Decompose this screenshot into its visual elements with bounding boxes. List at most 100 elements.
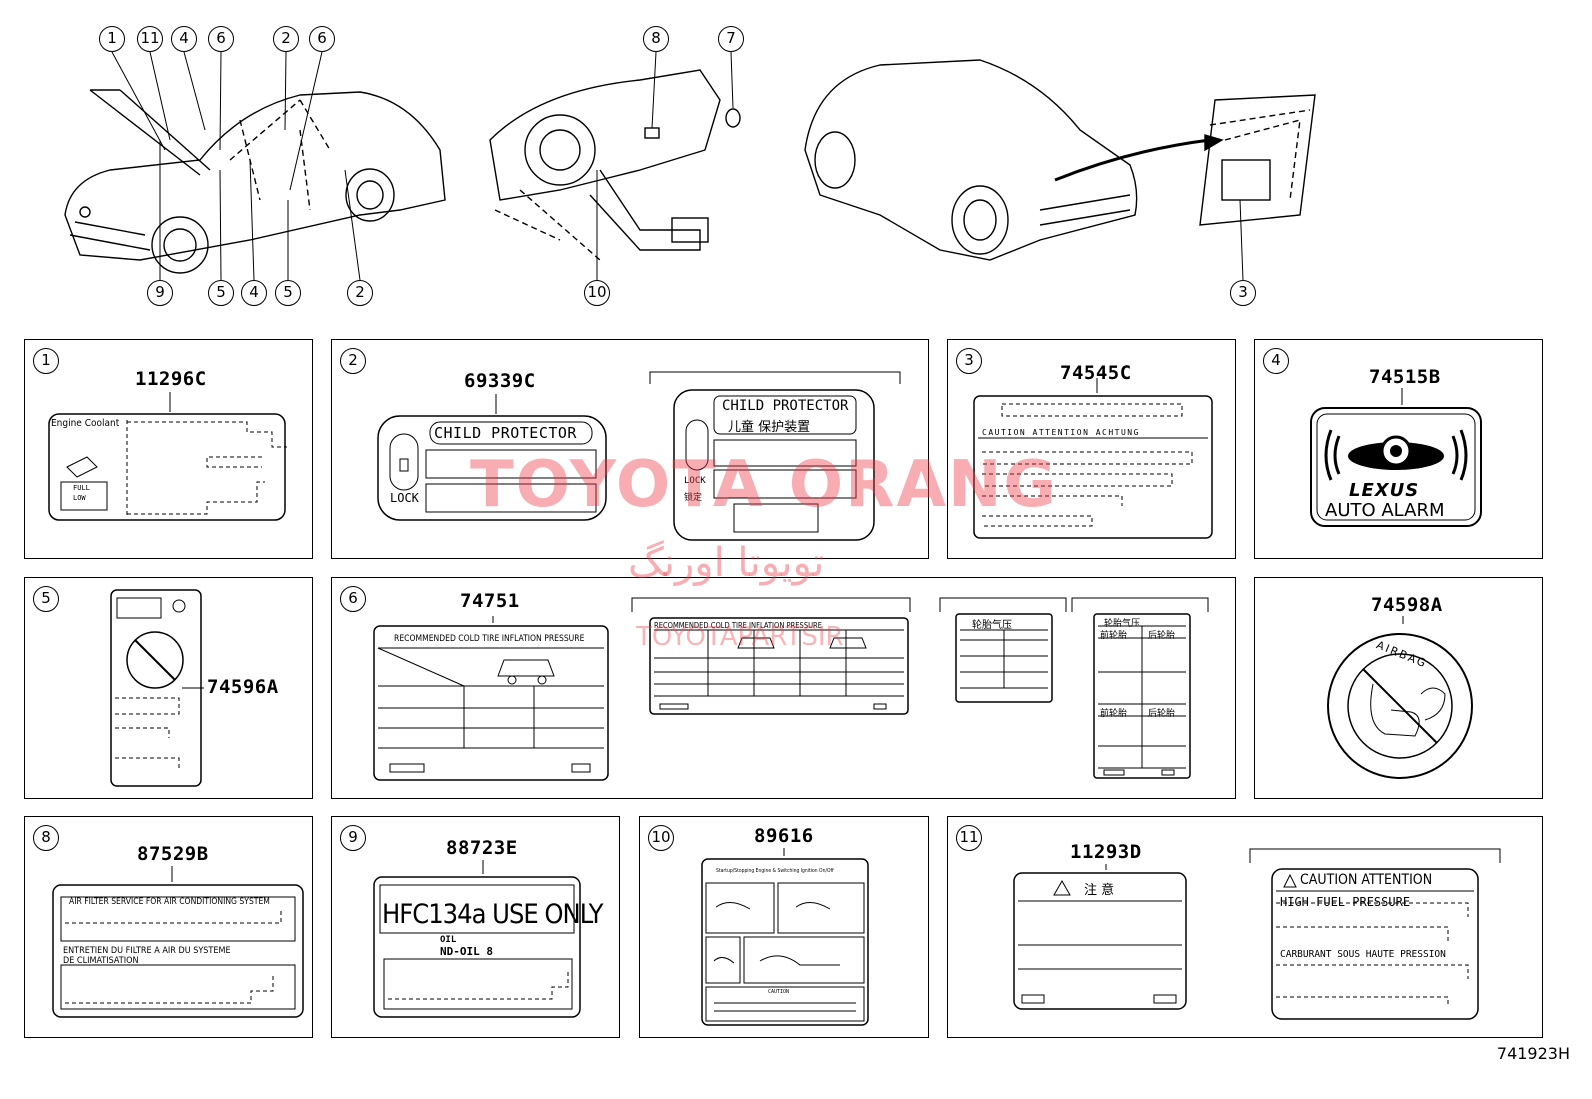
filter-line-3: DE CLIMATISATION [63,956,139,966]
watermark-url: TOYOTAPARTSIR [636,622,844,652]
callout-7: 7 [718,26,744,52]
panel-6: 6 74751 RECOMMENDED COLD TIRE INFLATION … [331,577,1236,799]
callout-4b: 4 [241,280,267,306]
coolant-full: FULL [73,484,90,492]
panel-number: 2 [340,348,366,374]
panel-10: 10 89616 Startup/Stopping Engine & Switc… [639,816,929,1038]
fuel-pressure-label [1249,848,1501,1020]
cn-rear-2: 后轮胎 [1148,709,1176,719]
panel-11: 11 11293D 注 意 CAUTION ATTENTION HIGH FUE… [947,816,1543,1038]
part-code: 11296C [135,368,207,390]
reference-code: 741923H [1496,1044,1570,1063]
callout-5b: 5 [275,280,301,306]
panel-9: 9 88723E HFC134a USE ONLY OIL ND-OIL 8 [331,816,620,1038]
startup-header: Startup/Stopping Engine & Switching Igni… [716,868,834,874]
panel-4: 4 74515B LEXUS AUTO ALARM [1254,339,1543,559]
child-lock-label [377,415,607,521]
oil-text: OIL [440,935,457,945]
alt-lock-text: LOCK [684,476,706,486]
startup-caution: CAUTION [768,989,790,995]
filter-line-1: AIR FILTER SERVICE FOR AIR CONDITIONING … [69,897,270,907]
panel-number: 11 [956,825,982,851]
callout-6b: 6 [309,26,335,52]
panel-number: 3 [956,348,982,374]
panel-1: 1 11296C Engine Coolant FULL LOW [24,339,313,559]
part-code: 87529B [137,843,209,865]
airbag-label [1327,633,1473,779]
callout-5: 5 [208,280,234,306]
tire-cn-label-tall [1071,597,1209,779]
fuel-high: HIGH FUEL PRESSURE [1280,895,1411,909]
child-protector-text: CHILD PROTECTOR [434,424,577,442]
part-code: 89616 [754,825,814,847]
auto-alarm-text: AUTO ALARM [1325,500,1445,521]
cn-rear: 后轮胎 [1148,631,1176,641]
cn-caution-label [1013,872,1187,1010]
part-code: 74545C [1060,362,1132,384]
alt-cn-title: 儿童 保护装置 [728,420,811,435]
panel-number: 5 [33,586,59,612]
fuel-carb: CARBURANT SOUS HAUTE PRESSION [1280,949,1446,960]
callout-2b: 2 [347,280,373,306]
coolant-low: LOW [73,494,86,502]
callout-1: 1 [99,26,125,52]
coolant-title: Engine Coolant [51,418,120,429]
coolant-label [48,413,287,521]
watermark-persian: تويوتا اورنگ [628,540,825,586]
interior-drawing [489,51,741,280]
tire-title: RECOMMENDED COLD TIRE INFLATION PRESSURE [394,634,585,644]
seat-warning-label [110,589,202,787]
caution-line: CAUTION ATTENTION ACHTUNG [982,428,1140,437]
cn-title-tall: 轮胎气压 [1104,619,1141,629]
callout-2: 2 [273,26,299,52]
auto-alarm-label [1310,407,1482,527]
tire-cn-label-small [939,597,1067,703]
panel-number: 10 [648,825,674,851]
cn-front: 前轮胎 [1100,631,1128,641]
filter-line-2: ENTRETIEN DU FILTRE A AIR DU SYSTEME [63,946,231,956]
part-code: 74598A [1371,594,1443,616]
cn-title-small: 轮胎气压 [972,620,1012,631]
child-lock-label-alt [649,371,901,541]
part-code: 74751 [460,590,520,612]
callout-6: 6 [208,26,234,52]
air-filter-label [52,884,304,1018]
tire-pressure-label-alt [631,597,911,715]
panel-7: 74598A AIRBAG [1254,577,1543,799]
caution-label [973,395,1213,539]
alt-lock-cn: 锁定 [684,493,703,503]
panel-number: 4 [1263,348,1289,374]
callout-11: 11 [137,26,163,52]
cn-caution-title: 注 意 [1084,883,1115,898]
alt-title: CHILD PROTECTOR [722,398,849,414]
hfc-text: HFC134a USE ONLY [382,899,603,930]
part-code: 11293D [1070,841,1142,863]
panel-number: 6 [340,586,366,612]
part-code: 74515B [1369,366,1441,388]
startup-label [701,858,869,1026]
callout-4: 4 [171,26,197,52]
nd-oil-text: ND-OIL 8 [440,945,493,958]
part-code: 74596A [207,676,279,698]
tire-pressure-label [373,625,609,781]
lexus-logo-text: LEXUS [1349,480,1420,501]
panel-3: 3 74545C CAUTION ATTENTION ACHTUNG [947,339,1236,559]
callout-9: 9 [147,280,173,306]
hfc-label [373,876,581,1018]
car-rear-drawing [804,59,1316,281]
panel-number: 8 [33,825,59,851]
watermark-latin: TOYOTA ORANG [470,448,1059,522]
callout-3: 3 [1230,280,1256,306]
car-front-drawing [64,89,446,274]
fuel-caution: CAUTION ATTENTION [1300,872,1433,888]
callout-8: 8 [643,26,669,52]
panel-number: 1 [33,348,59,374]
cn-front-2: 前轮胎 [1100,709,1128,719]
part-code: 88723E [446,837,518,859]
tire-title-alt: RECOMMENDED COLD TIRE INFLATION PRESSURE [654,621,823,630]
part-code: 69339C [464,370,536,392]
callout-10: 10 [584,280,610,306]
lock-text: LOCK [390,491,419,505]
panel-number: 9 [340,825,366,851]
panel-8: 8 87529B AIR FILTER SERVICE FOR AIR COND… [24,816,313,1038]
